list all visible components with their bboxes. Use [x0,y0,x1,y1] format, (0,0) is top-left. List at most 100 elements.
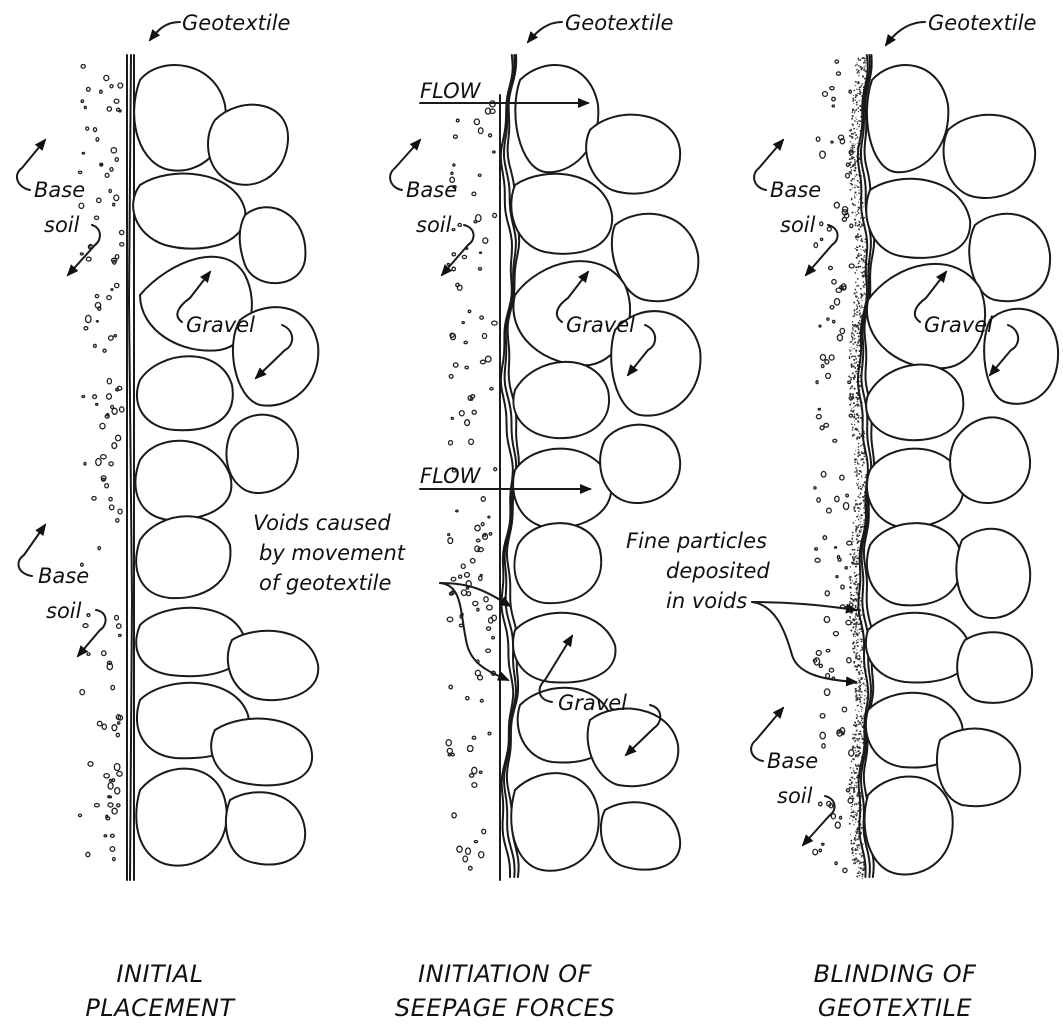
fine-particle [851,199,853,201]
soil-particle [86,852,90,856]
fine-particle [859,221,861,223]
soil-particle [107,379,111,384]
soil-particle [452,229,455,231]
fine-particle [859,854,860,855]
fine-particle [849,787,851,789]
soil-particle [820,222,823,226]
fine-particle [859,320,860,321]
fine-particle [855,458,857,460]
soil-particle [835,862,837,865]
soil-particle [822,744,825,748]
fine-particle [859,83,860,84]
fine-particle [859,305,861,307]
fine-particle [862,276,864,278]
fine-particle [854,330,856,332]
soil-particle [489,134,492,137]
soil-particle [112,725,117,731]
fine-particle [853,855,854,856]
soil-particle [100,164,102,166]
fine-particle [859,755,860,756]
soil-particle [827,508,832,513]
fine-particle [856,718,857,719]
fine-particle [858,335,860,337]
soil-particle [836,576,838,578]
soil-particle [96,138,99,142]
fine-particle [855,605,857,607]
fine-particle [856,695,857,696]
soil-particle [840,816,842,819]
soil-particle [476,539,480,542]
fine-particle [849,350,851,352]
soil-particle [93,128,96,132]
fine-particle [852,343,854,345]
fine-particle [861,477,862,478]
svg-text:in voids: in voids [666,589,747,613]
fine-particle [858,747,860,749]
fine-particle [857,327,859,329]
fine-particle [862,246,864,248]
fine-particle [852,187,853,188]
fine-particle [859,193,860,194]
fine-particle [856,876,858,878]
fine-particle [864,456,866,458]
fine-particle [862,694,863,695]
fine-particle [857,630,858,631]
fine-particle [852,148,854,150]
fine-particle [851,341,852,342]
fine-particle [857,73,858,74]
fine-particle [862,496,864,498]
fine-particle [859,508,861,510]
fine-particle [862,484,864,486]
fine-particle [854,665,856,667]
fine-particle [857,121,859,123]
soil-particle [451,417,453,419]
soil-particle [107,296,112,300]
soil-particle [456,119,459,122]
soil-particle [111,685,115,689]
soil-particle [456,510,458,512]
soil-particle [816,415,821,419]
fine-particle [857,355,859,357]
caption-initiation-of-seepage-forces: INITIATION OF SEEPAGE FORCES [395,960,615,1022]
fine-particle [850,767,852,769]
fine-particle [856,861,858,863]
fine-particle [858,59,860,61]
fine-particle [851,146,853,148]
fine-particle [851,347,852,348]
fine-particle [850,582,852,584]
soil-particle [116,435,121,441]
soil-particle [820,714,825,718]
fine-particle [856,69,858,71]
soil-particle [86,257,91,261]
fine-particle [856,483,857,484]
fine-particle [858,473,860,475]
fine-particle [851,211,853,213]
fine-particle [856,286,857,287]
soil-particle [479,852,484,858]
fine-particle [852,100,854,102]
soil-particle [832,97,836,101]
soil-particle [829,266,833,269]
fine-particle [856,815,858,817]
fine-particle [855,818,857,820]
soil-particle [478,174,481,176]
fine-particle [858,58,860,60]
fine-particle [854,741,856,743]
fine-particle [856,598,858,600]
soil-particle [467,592,471,596]
soil-particle [448,754,450,756]
soil-particle [820,151,826,158]
fine-particle [850,815,852,817]
fine-particle [855,636,856,637]
fine-particle [854,338,856,340]
svg-text:Base: Base [767,749,818,773]
fine-particle [854,376,856,378]
fine-particle [860,514,862,516]
svg-text:FLOW: FLOW [420,464,482,488]
fine-particle [852,816,854,818]
fine-particle [855,325,857,327]
fine-particle [859,310,861,312]
fine-particle [855,109,857,111]
fine-particle [854,631,856,633]
fine-particle [854,734,856,736]
